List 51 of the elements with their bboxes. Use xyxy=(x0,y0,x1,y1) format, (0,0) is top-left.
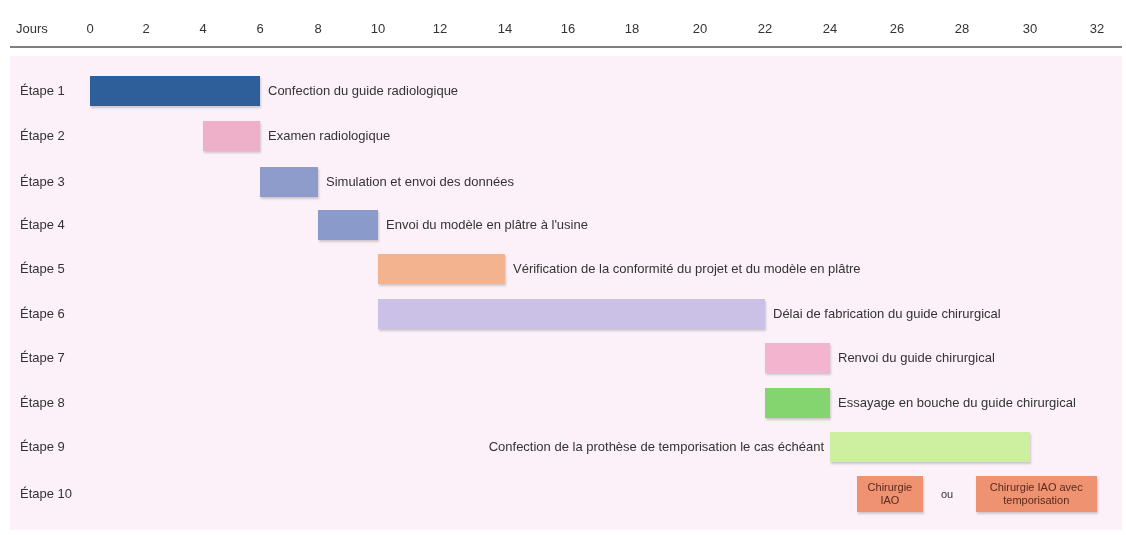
axis-tick-label: 20 xyxy=(692,21,708,37)
step-label: Étape 7 xyxy=(20,350,65,366)
task-description: Délai de fabrication du guide chirurgical xyxy=(773,306,1001,322)
task-bar xyxy=(378,299,765,329)
axis-tick-label: 10 xyxy=(370,21,386,37)
axis-tick-label: 2 xyxy=(142,21,150,37)
step-label: Étape 1 xyxy=(20,83,65,99)
axis-tick-label: 0 xyxy=(86,21,94,37)
connector-word: ou xyxy=(941,487,954,502)
step-label: Étape 8 xyxy=(20,395,65,411)
task-description: Examen radiologique xyxy=(268,128,391,144)
task-bar xyxy=(975,476,1097,512)
task-bar xyxy=(856,476,923,512)
task-bar xyxy=(830,432,1030,462)
axis-tick-label: 24 xyxy=(822,21,838,37)
task-label: Chirurgie IAO xyxy=(867,481,913,507)
axis-tick-label: 6 xyxy=(256,21,264,37)
task-bar xyxy=(378,254,505,284)
step-label: Étape 6 xyxy=(20,306,65,322)
task-bar xyxy=(765,388,830,418)
axis-tick-label: 12 xyxy=(432,21,448,37)
task-description: Confection de la prothèse de temporisation le cas échéant xyxy=(488,439,824,455)
task-label: Chirurgie IAO avec temporisation xyxy=(988,481,1084,507)
task-bar xyxy=(203,121,260,151)
task-description: Renvoi du guide chirurgical xyxy=(838,350,995,366)
task-bar xyxy=(765,343,830,373)
axis-tick-label: 32 xyxy=(1089,21,1105,37)
step-label: Étape 4 xyxy=(20,217,65,233)
axis-tick-label: 4 xyxy=(199,21,207,37)
axis-tick-label: 28 xyxy=(954,21,970,37)
task-description: Vérification de la conformité du projet et du modèle en plâtre xyxy=(513,261,861,277)
task-bar xyxy=(260,167,318,197)
axis-tick-label: 26 xyxy=(889,21,905,37)
step-label: Étape 2 xyxy=(20,128,65,144)
step-label: Étape 3 xyxy=(20,174,65,190)
step-label: Étape 5 xyxy=(20,261,65,277)
axis-tick-label: 8 xyxy=(314,21,322,37)
task-description: Simulation et envoi des données xyxy=(326,174,514,190)
axis-tick-label: 16 xyxy=(560,21,576,37)
task-bar xyxy=(90,76,260,106)
axis-title: Jours xyxy=(16,21,48,37)
step-label: Étape 9 xyxy=(20,439,65,455)
task-bar xyxy=(318,210,378,240)
axis-tick-label: 22 xyxy=(757,21,773,37)
axis-tick-label: 30 xyxy=(1022,21,1038,37)
task-description: Envoi du modèle en plâtre à l'usine xyxy=(386,217,588,233)
axis-tick-label: 18 xyxy=(624,21,640,37)
step-label: Étape 10 xyxy=(20,486,73,502)
axis-tick-label: 14 xyxy=(497,21,513,37)
task-description: Essayage en bouche du guide chirurgical xyxy=(838,395,1076,411)
task-description: Confection du guide radiologique xyxy=(268,83,459,99)
